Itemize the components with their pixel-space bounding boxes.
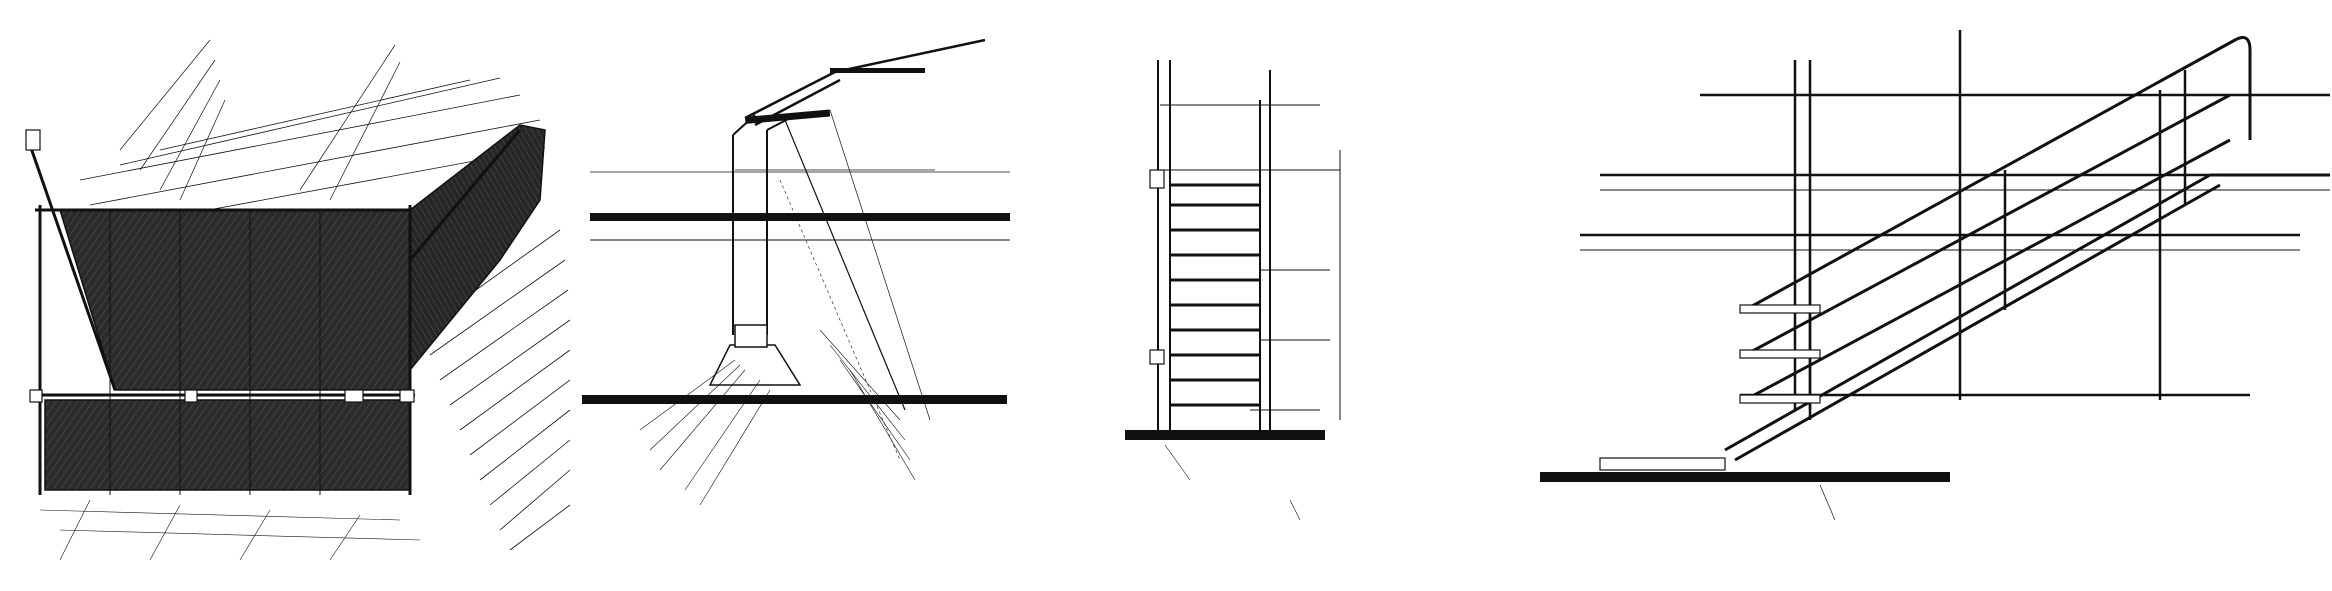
frame-posts (28, 129, 522, 495)
roof-plate (830, 68, 925, 73)
footing (708, 344, 802, 386)
background-beams (1580, 93, 2330, 397)
elevation-leaders (1164, 444, 1301, 521)
panel-perspective (25, 39, 571, 561)
upper-slab (590, 213, 1010, 221)
panel-stair-rail (1540, 30, 2330, 521)
top-plate (744, 109, 831, 124)
base-slab (1125, 430, 1325, 440)
stair-leader (1819, 484, 1836, 521)
frame-mullions (109, 210, 321, 495)
steel-post (732, 114, 791, 335)
stair-stringer (1724, 173, 2330, 462)
ground-lines (39, 499, 421, 561)
top-tube (744, 38, 986, 127)
mesh-panel-lower (44, 399, 411, 491)
background-columns (1793, 30, 2162, 410)
rail-posts (1808, 70, 2187, 420)
ladder-ticks (1160, 104, 1341, 420)
lower-slab (582, 395, 1007, 404)
section-leaders (639, 329, 916, 506)
panel-elevation (1125, 60, 1341, 521)
rail-end-stubs (1739, 304, 1821, 404)
handrails (1744, 36, 2252, 402)
rail-clamps (25, 129, 415, 403)
ladder-rungs (1170, 183, 1260, 407)
panel-section (582, 38, 1010, 506)
base-plate (734, 324, 768, 348)
ladder-stiles (1157, 60, 1271, 430)
mesh-panel-side (409, 124, 546, 373)
landing-step (1599, 457, 1726, 471)
diagonal-brace (784, 119, 906, 411)
ground-slab (1540, 472, 1950, 482)
leader-lines (119, 39, 401, 201)
mesh-panel-upper (58, 209, 411, 391)
